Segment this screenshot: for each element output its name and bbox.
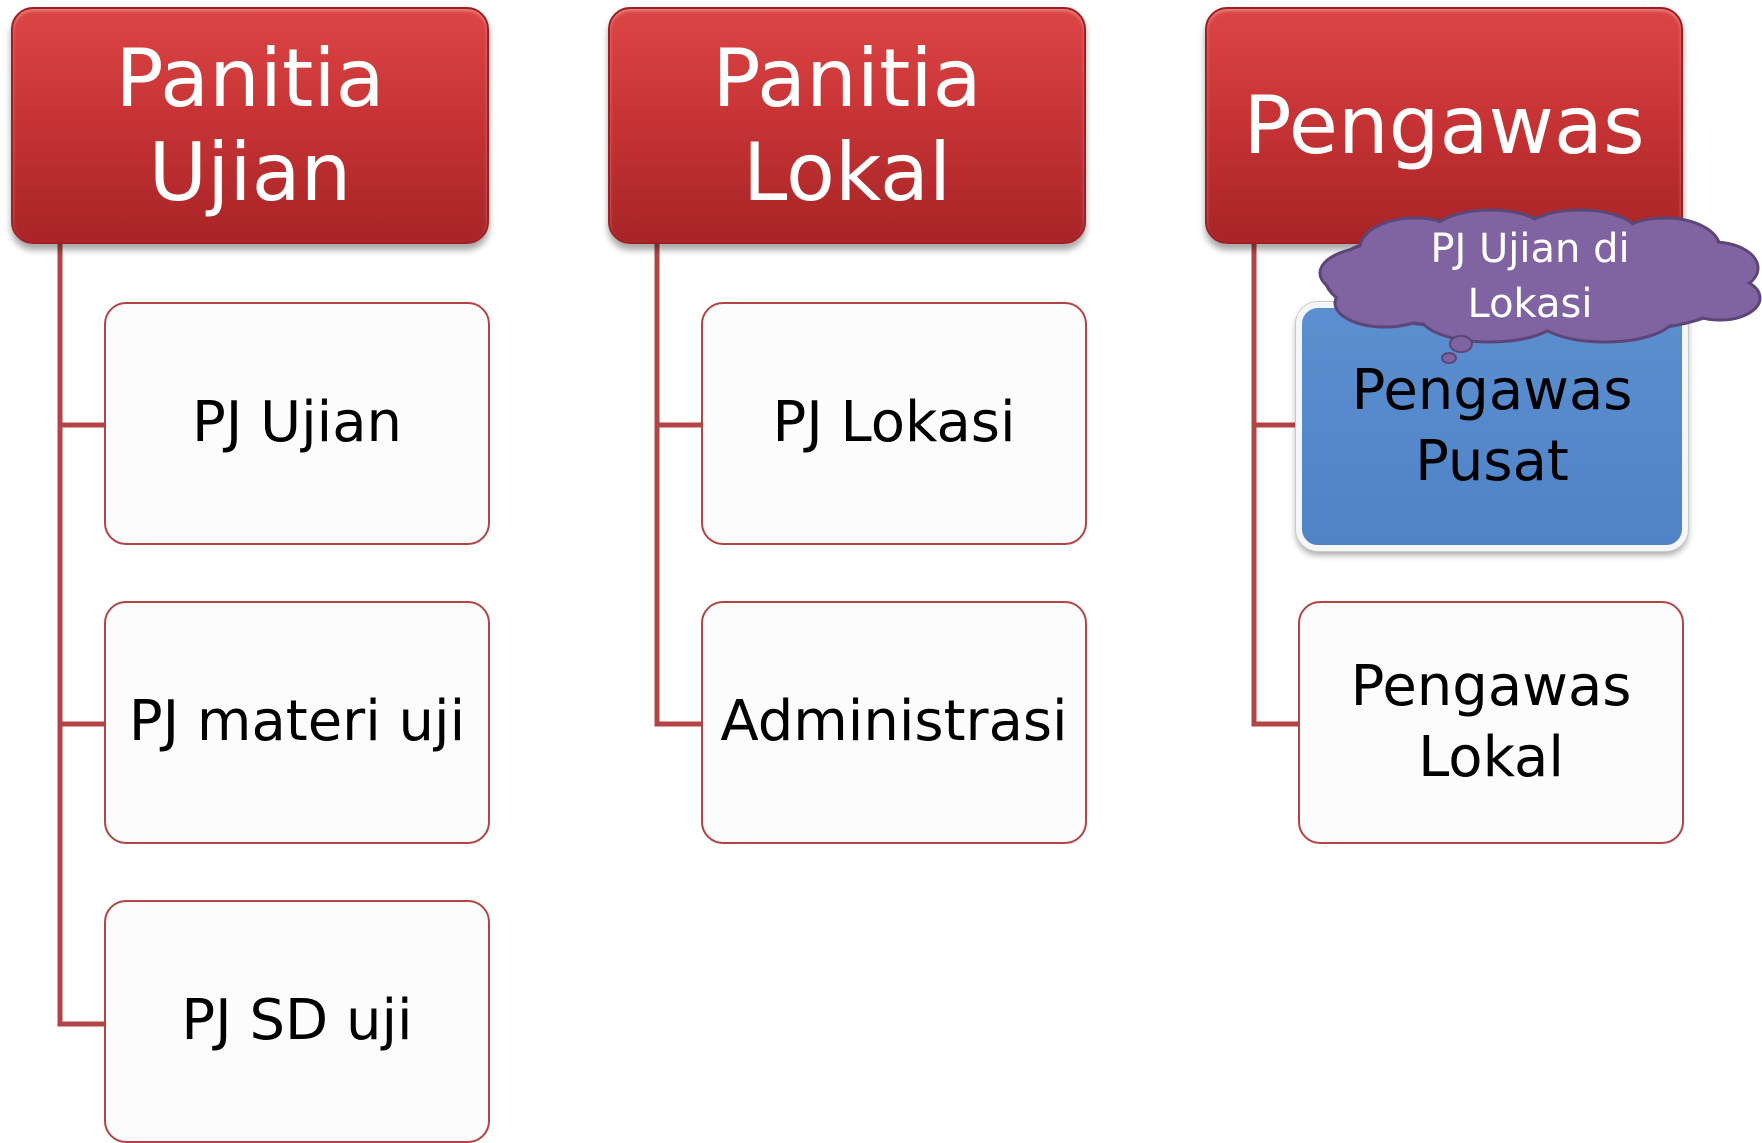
connector-col2: [654, 244, 703, 727]
connector-col1: [57, 244, 106, 1027]
box-administrasi: Administrasi: [701, 601, 1087, 844]
header-pengawas: Pengawas: [1205, 7, 1683, 244]
thought-cloud-callout: [1318, 208, 1762, 364]
box-pj-ujian: PJ Ujian: [104, 302, 490, 545]
header-panitia-ujian: Panitia Ujian: [11, 7, 489, 244]
header-panitia-lokal: Panitia Lokal: [608, 7, 1086, 244]
box-pj-lokasi: PJ Lokasi: [701, 302, 1087, 545]
connector-col3: [1251, 244, 1300, 727]
callout-text: PJ Ujian di Lokasi: [1430, 226, 1630, 328]
box-pj-materi-uji: PJ materi uji: [104, 601, 490, 844]
box-pj-sd-uji: PJ SD uji: [104, 900, 490, 1143]
box-pengawas-lokal: Pengawas Lokal: [1298, 601, 1684, 844]
